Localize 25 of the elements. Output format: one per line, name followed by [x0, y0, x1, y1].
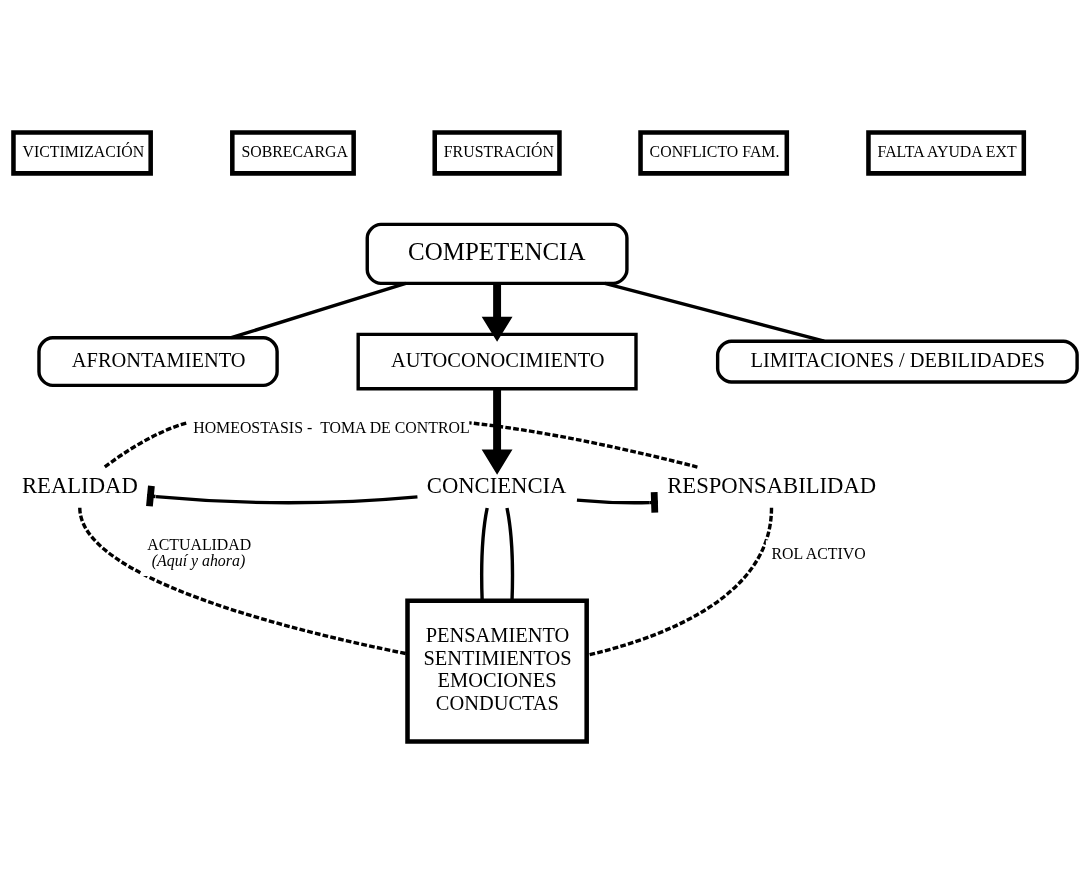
- node-box: COMPETENCIA: [365, 222, 629, 285]
- connector: [480, 507, 489, 601]
- connector: [586, 507, 774, 657]
- edge-label: ROL ACTIVO: [771, 544, 866, 562]
- connector: [230, 281, 407, 339]
- connector: [604, 281, 825, 343]
- node-text: CONCIENCIA: [426, 472, 567, 498]
- node-box: AFRONTAMIENTO: [37, 335, 279, 387]
- node-text: RESPONSABILIDAD: [667, 472, 877, 498]
- node-box: CONFLICTO FAM.: [638, 129, 790, 176]
- node-box: FRUSTRACIÓN: [432, 129, 562, 176]
- node-box: AUTOCONOCIMIENTO: [356, 332, 638, 390]
- node-box: FALTA AYUDA EXT: [866, 129, 1027, 176]
- connector: [576, 491, 659, 513]
- node-text: REALIDAD: [21, 472, 138, 498]
- connector: [505, 507, 515, 601]
- node-box: SOBRECARGA: [230, 129, 356, 176]
- node-box: VICTIMIZACIÓN: [11, 129, 153, 176]
- connector: [78, 506, 408, 655]
- edge-label: ACTUALIDAD (Aquí y ahora): [147, 535, 252, 569]
- arrow: [481, 283, 513, 342]
- node-box: LIMITACIONES / DEBILIDADES: [715, 339, 1079, 384]
- arrow: [481, 388, 513, 475]
- node-box: PENSAMIENTO SENTIMIENTOS EMOCIONES CONDUCTAS: [405, 598, 589, 744]
- edge-label: HOMEOSTASIS - TOMA DE CONTROL: [193, 418, 470, 436]
